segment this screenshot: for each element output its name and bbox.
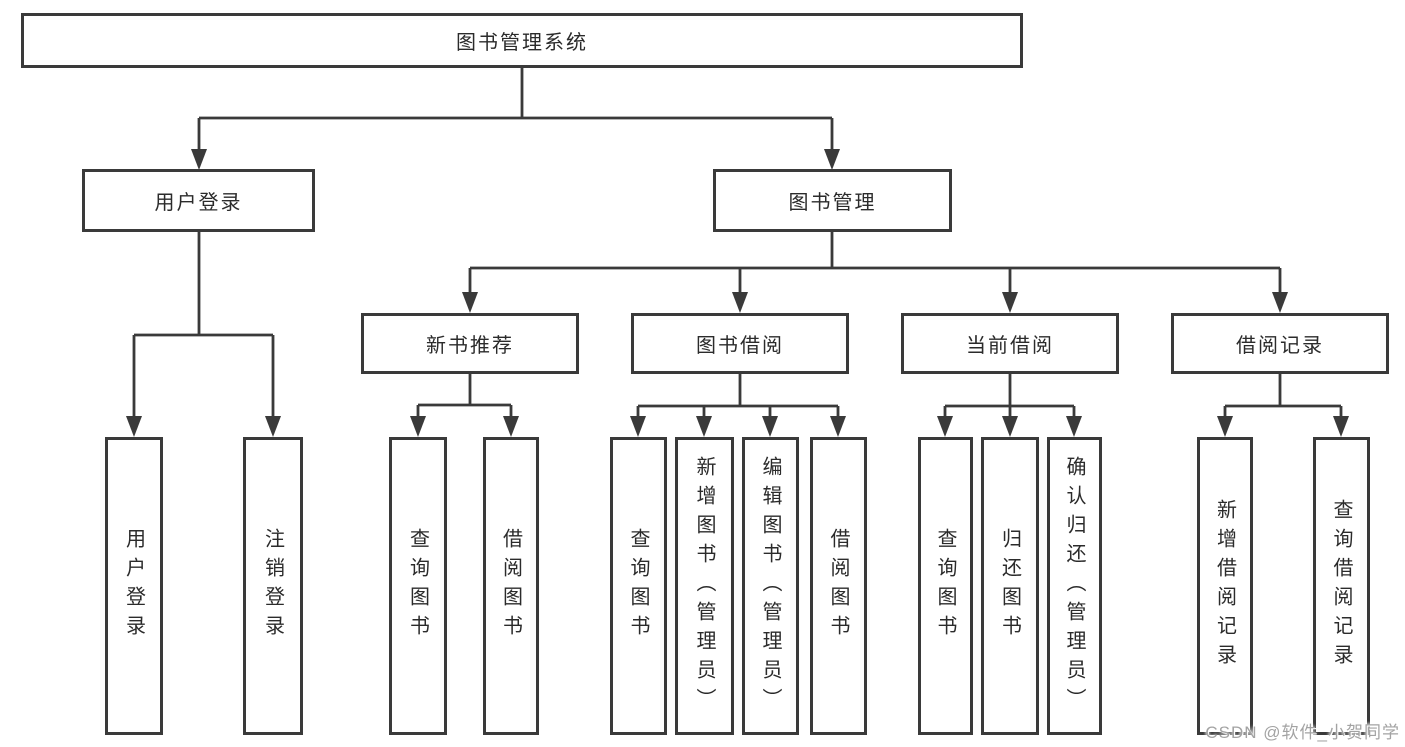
leaf-user-login: 用户登录 bbox=[105, 437, 163, 735]
arrowhead-icon bbox=[410, 416, 426, 437]
node-label: 确认归还（管理员） bbox=[1063, 455, 1085, 717]
leaf-newbook-borrow-book: 借阅图书 bbox=[483, 437, 539, 735]
csdn-watermark: CSDN @软件_小贺同学 bbox=[1205, 723, 1400, 742]
node-label: 查询图书 bbox=[406, 528, 429, 644]
node-label: 用户登录 bbox=[154, 192, 243, 214]
node-book-management: 图书管理 bbox=[713, 169, 952, 232]
leaf-borrow-borrow-book: 借阅图书 bbox=[810, 437, 867, 735]
leaf-borrow-query-book: 查询图书 bbox=[610, 437, 667, 735]
arrowhead-icon bbox=[265, 416, 281, 437]
connector-new-book-to-leaves bbox=[416, 374, 513, 417]
node-current-borrow: 当前借阅 bbox=[901, 313, 1119, 374]
leaf-logout: 注销登录 bbox=[243, 437, 303, 735]
arrowhead-icon bbox=[937, 416, 953, 437]
node-label: 编辑图书（管理员） bbox=[759, 455, 781, 717]
connector-root-to-level2 bbox=[197, 68, 834, 150]
connector-current-borrow-to-leaves bbox=[943, 374, 1076, 417]
node-book-borrow: 图书借阅 bbox=[631, 313, 849, 374]
arrowhead-icon bbox=[696, 416, 712, 437]
arrowhead-icon bbox=[824, 149, 840, 170]
leaf-borrow-add-book-admin: 新增图书（管理员） bbox=[675, 437, 734, 735]
leaf-current-query-book: 查询图书 bbox=[918, 437, 973, 735]
connector-book-borrow-to-leaves bbox=[636, 374, 840, 417]
node-label: 图书管理系统 bbox=[456, 32, 588, 54]
leaf-record-add-record: 新增借阅记录 bbox=[1197, 437, 1253, 735]
leaf-newbook-query-book: 查询图书 bbox=[389, 437, 447, 735]
arrowhead-icon bbox=[830, 416, 846, 437]
node-label: 注销登录 bbox=[261, 528, 284, 644]
node-label: 当前借阅 bbox=[966, 335, 1054, 357]
leaf-record-query-record: 查询借阅记录 bbox=[1313, 437, 1370, 735]
connector-user-login-to-leaves bbox=[132, 232, 275, 417]
node-label: 查询借阅记录 bbox=[1330, 499, 1352, 673]
node-label: 新增图书（管理员） bbox=[693, 455, 715, 717]
arrowhead-icon bbox=[1066, 416, 1082, 437]
leaf-current-confirm-return-admin: 确认归还（管理员） bbox=[1047, 437, 1102, 735]
arrowhead-icon bbox=[1217, 416, 1233, 437]
arrowhead-icon bbox=[126, 416, 142, 437]
node-label: 图书管理 bbox=[788, 192, 877, 214]
arrowhead-icon bbox=[1002, 416, 1018, 437]
node-borrow-record: 借阅记录 bbox=[1171, 313, 1389, 374]
node-label: 新增借阅记录 bbox=[1213, 499, 1236, 673]
node-label: 图书借阅 bbox=[696, 335, 784, 357]
arrowhead-icon bbox=[1272, 292, 1288, 313]
arrowhead-icon bbox=[630, 416, 646, 437]
leaf-borrow-edit-book-admin: 编辑图书（管理员） bbox=[742, 437, 799, 735]
node-label: 新书推荐 bbox=[426, 335, 514, 357]
node-label: 用户登录 bbox=[122, 528, 145, 644]
arrowhead-icon bbox=[191, 149, 207, 170]
connector-book-mgmt-to-level3 bbox=[468, 232, 1282, 293]
node-root-system: 图书管理系统 bbox=[21, 13, 1023, 68]
node-label: 借阅图书 bbox=[499, 528, 522, 644]
node-label: 借阅图书 bbox=[827, 528, 849, 644]
arrowhead-icon bbox=[1002, 292, 1018, 313]
arrowhead-icon bbox=[762, 416, 778, 437]
node-new-book-recommend: 新书推荐 bbox=[361, 313, 579, 374]
node-label: 查询图书 bbox=[627, 528, 649, 644]
node-label: 借阅记录 bbox=[1236, 335, 1324, 357]
node-user-login: 用户登录 bbox=[82, 169, 315, 232]
node-label: 查询图书 bbox=[934, 528, 956, 644]
arrowhead-icon bbox=[503, 416, 519, 437]
arrowhead-icon bbox=[462, 292, 478, 313]
connector-borrow-record-to-leaves bbox=[1223, 374, 1343, 417]
leaf-current-return-book: 归还图书 bbox=[981, 437, 1039, 735]
arrowhead-icon bbox=[732, 292, 748, 313]
node-label: 归还图书 bbox=[998, 528, 1021, 644]
arrowhead-icon bbox=[1333, 416, 1349, 437]
